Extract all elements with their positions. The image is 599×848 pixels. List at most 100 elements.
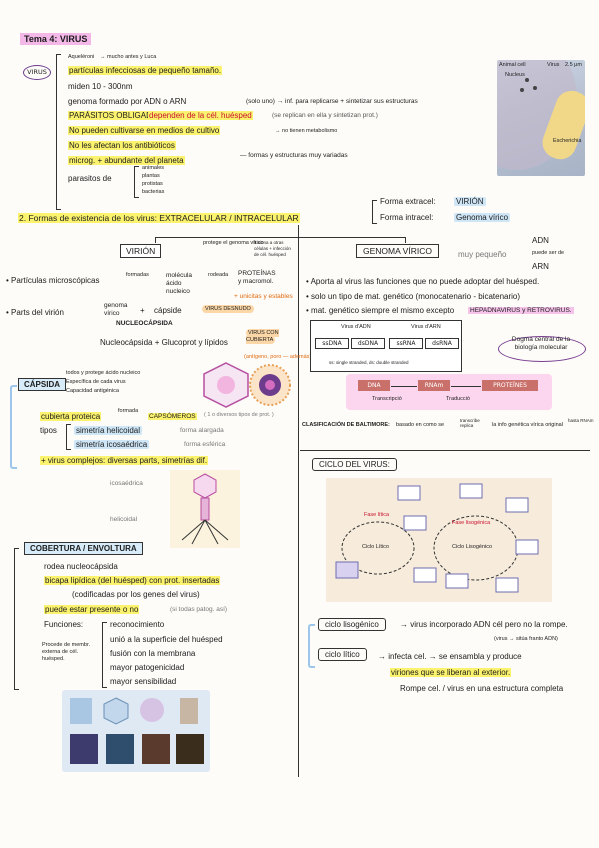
capsomeros-label: CAPSÓMEROS [148,413,197,420]
capsomeros-note: ( 1 o diversos tipos de prot. ) [204,412,274,418]
genoma-adn: ADN [532,236,549,245]
ciclo-litico-label: Ciclo Lítico [362,544,389,550]
icosaedrica-image-label: icosaédrica [110,480,143,487]
helicoidal-note: forma alargada [180,427,224,434]
virus-types-box: Virus d'ADN Virus d'ARN ssDNA dsDNA ssRN… [310,320,462,372]
intro-replican: (se replican en ella y sintetizan prot.) [272,112,378,119]
micrograph-svg [497,60,585,170]
type-ssdna: ssDNA [315,338,349,349]
lisogenico-note: (virus → sitúa franto ADN) [494,636,558,642]
virus-types-svg [70,697,204,764]
virus-oval-label: VIRUS [23,65,51,80]
baltimore-label: CLASIFICACIÓN DE BALTIMORE: [302,422,390,428]
dogma-traduccio: Traducció [446,396,470,402]
dogma-transcripcio: Transcripció [372,396,402,402]
capsida-note-2: Capacidad antigénica [66,388,119,394]
bacteriophage-illustration [170,470,240,548]
genoma-muy-pequeno: muy pequeño [458,250,507,259]
intro-dependen: dependen de la cél. huésped [148,111,253,120]
genoma-label: genoma vírico [104,302,128,317]
host-bacterias: bacterias [142,189,165,195]
type-ssrna: ssRNA [389,338,423,349]
baltimore-based: basado en como se [396,422,445,428]
intro-particulas: partículas infecciosas de pequeño tamaño… [68,66,223,75]
func-patogenicidad: mayor patogenicidad [110,663,185,672]
litico-text-3: Rompe cel. / virus en una estructura com… [400,684,564,693]
genoma-title: GENOMA VÍRICO [356,244,439,258]
intro-parasitos: PARÁSITOS OBLIGADOS: [68,111,167,120]
virus-cycle-svg [335,483,539,593]
rodeada-label: rodeada [208,272,229,278]
formada-label: formada [118,408,139,414]
cob-bicapa: bicapa lipídica (del huésped) con prot. … [44,576,221,585]
cob-patog: (si todas patog. así) [170,606,228,613]
host-animales: animales [142,165,165,171]
host-protistas: protistas [142,181,163,187]
photo-label-bacterium: Escherichia [553,138,582,144]
genoma-arn: ARN [532,262,549,271]
intro-microg: microg. + abundante del planeta [68,156,185,165]
photo-label-animal: Animal cell [499,62,526,68]
capsida-title: CÁPSIDA [18,378,67,391]
capside-label: cápside [154,306,182,315]
simetria-icosaedrica: simetría icosaédrica [74,440,150,449]
genoma-b3: • mat. genético siempre el mismo excepto [306,306,455,315]
intro-parasitos-de: parasitos de [68,174,112,183]
intro-genoma: genoma formado por ADN o ARN [68,97,187,106]
formadas-label: formadas [126,272,149,278]
capsida-note-1: Específica de cada virus [66,379,126,385]
baltimore-tail: la info genética vírica original [492,422,563,428]
simetria-helicoidal: simetría helicoidal [74,426,143,435]
dogma-rna: RNAm [418,380,450,391]
ciclo-title: CICLO DEL VIRUS: [312,458,397,471]
virus-desnudo: VIRUS DESNUDO [202,305,254,313]
arn-head: Virus d'ARN [411,324,441,330]
ciclo-lisogenico-label: Ciclo Lisogénico [452,544,493,550]
genoma-hepadna: HEPADNAVIRUS y RETROVIRUS. [468,307,574,314]
page-title: Tema 4: VIRUS [20,33,92,45]
proteinas-label: PROTEÍNAS y macromol. [238,270,276,285]
cob-side-note: Procede de membr. externa de cél. huéspe… [42,642,90,662]
adn-head: Virus d'ADN [341,324,371,330]
func-sensibilidad: mayor sensibilidad [110,677,177,686]
type-dsrna: dsRNA [425,338,459,349]
section2-title: 2. Formas de existencia de los virus: EX… [18,213,300,223]
dogma-dna: DNA [358,380,390,391]
dogma-oval [498,336,586,362]
intro-genoma-note: (solo uno) → inf. para replicarse + sint… [246,98,418,105]
helicoidal-image-label: helicoidal [110,516,138,523]
intracel-label: Forma intracel: [380,213,434,222]
func-union: unió a la superficie del huésped [110,635,223,644]
genoma-b2: • solo un tipo de mat. genético (monocat… [306,292,521,301]
virus-cubierta: VIRUS CON CUBIERTA [246,329,279,344]
genoma-puede-ser: puede ser de [532,250,565,256]
photo-label-nucleus: Nucleus [505,72,525,78]
nucleocapsida-label: NUCLEOCÁPSIDA [116,320,173,327]
discovery-note: → mucho antes y Luca [100,54,157,60]
cob-codificadas: (codificadas por los genes del virus) [72,590,200,599]
virus-complejos: + virus complejos: diversas parts, simet… [40,456,209,465]
lisogenico-title: ciclo lisogénico [318,618,386,631]
photo-label-virus: Virus [547,62,560,68]
types-legend: ss: single stranded, ds: double stranded [329,360,409,365]
intro-antibioticos: No les afectan los antibióticos [68,141,176,150]
intro-cultivo: No pueden cultivarse en medios de cultiv… [68,126,221,135]
virus-icosahedral-illustration [203,362,249,408]
virion-side-note: fusiona a otras células + infección de c… [254,240,291,257]
genoma-tag: Genoma vírico [454,213,511,222]
dogma-label: Dogma central de la biología molecular [511,336,571,351]
host-plantas: plantas [142,173,160,179]
micrograph-image: Animal cell Virus 2.5 μm Nucleus Escheri… [497,60,585,176]
func-reconocimiento: reconocimiento [110,620,165,629]
particulas-label: • Partículas microscópicas [6,276,100,285]
cob-rodea: rodea nucleocápsida [44,562,118,571]
virion-tag: VIRIÓN [454,197,486,206]
plus-sign: + [140,306,145,315]
cob-funciones: Funciones: [44,620,84,629]
litico-title: ciclo lítico [318,648,367,661]
fase-lisogenica: Fase lisogénica [452,520,491,526]
lisogenico-text: → virus incorporado ADN cél pero no la r… [400,620,568,629]
icosaedrica-note: forma esférica [184,441,226,448]
intro-size: miden 10 - 300nm [68,82,133,91]
genoma-b1: • Aporta al virus las funciones que no p… [306,277,540,286]
